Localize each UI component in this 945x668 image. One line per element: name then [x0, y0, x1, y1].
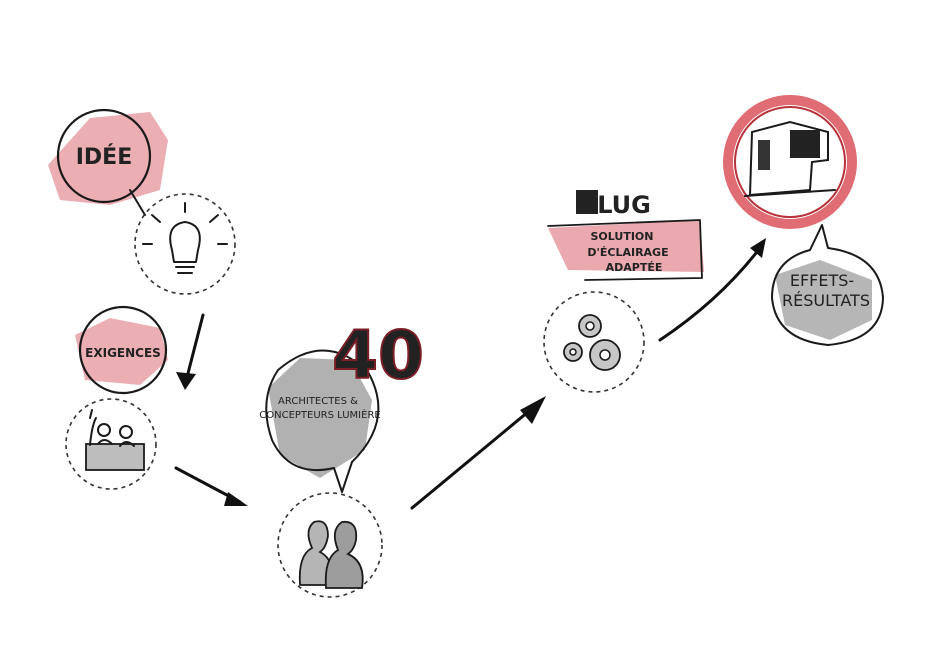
lug-logo: LUG [576, 190, 651, 219]
architectes-node: 40 ARCHITECTES & CONCEPTEURS LUMIÈRE [259, 316, 425, 493]
exigences-label: EXIGENCES [85, 346, 161, 360]
arrow-3 [410, 400, 542, 510]
people-icon [298, 520, 364, 589]
idee-label: IDÉE [76, 144, 133, 170]
lightbulb-node [134, 193, 236, 295]
building-icon [744, 120, 836, 197]
arrow-3-head [520, 396, 546, 424]
exigences-node: EXIGENCES [75, 305, 168, 395]
solution-line2: D'ÉCLAIRAGE [587, 246, 668, 259]
arrow-1-head [176, 372, 196, 390]
meeting-node [65, 398, 157, 490]
arrow-4 [658, 246, 762, 342]
effets-line1: EFFETS- [790, 271, 854, 290]
effets-line2: RÉSULTATS [782, 291, 870, 310]
meeting-icon [85, 409, 145, 471]
arrow-4-head [750, 238, 766, 258]
lightbulb-icon [142, 202, 228, 274]
gears-node [543, 291, 645, 393]
lug-logo-text: LUG [597, 191, 651, 219]
solution-line1: SOLUTION [591, 230, 654, 243]
effets-node: EFFETS- RÉSULTATS [771, 224, 884, 346]
idee-node: IDÉE [48, 108, 168, 216]
solution-line3: ADAPTÉE [606, 261, 663, 274]
building-node [723, 95, 857, 229]
architectes-line1: ARCHITECTES & [278, 396, 358, 407]
arrow-2-head [224, 492, 248, 506]
solution-node: LUG SOLUTION D'ÉCLAIRAGE ADAPTÉE [547, 190, 704, 281]
gears-icon [563, 314, 621, 371]
people-node [277, 492, 383, 598]
architectes-line2: CONCEPTEURS LUMIÈRE [259, 408, 380, 421]
count-label: 40 [332, 317, 424, 394]
